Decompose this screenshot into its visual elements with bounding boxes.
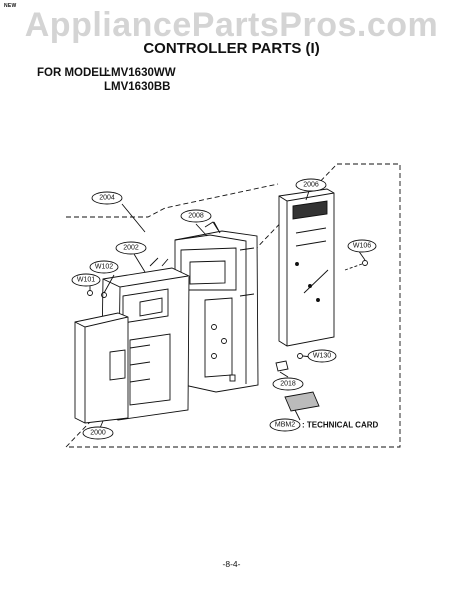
callout-w106: W106 (353, 243, 371, 250)
callout-w102: W102 (95, 264, 113, 271)
part-2004-housing (174, 221, 259, 393)
technical-card-note: : TECHNICAL CARD (302, 421, 379, 430)
part-2000-panel (74, 312, 151, 424)
page-number: -8-4- (222, 559, 241, 569)
model-label: FOR MODEL: (37, 67, 110, 79)
part-mbm2-card (284, 391, 320, 412)
callout-2006: 2006 (303, 182, 319, 189)
model-number-2: LMV1630BB (104, 81, 171, 93)
callout-2008: 2008 (188, 213, 204, 220)
model-number-1: LMV1630WW (104, 67, 176, 79)
callout-2018: 2018 (280, 381, 296, 388)
corner-mark: NEW (4, 3, 17, 9)
part-2018-holder (275, 360, 289, 372)
part-2006-pcb (278, 188, 335, 347)
clip-w130 (297, 353, 303, 359)
page-title: CONTROLLER PARTS (I) (143, 40, 320, 57)
screw-w101 (87, 290, 93, 296)
callout-2002: 2002 (123, 245, 139, 252)
screw-w106 (362, 260, 368, 266)
callout-2000: 2000 (90, 430, 106, 437)
callout-mbm2: MBM2 (275, 422, 295, 429)
watermark: AppliancePartsPros.com (24, 6, 439, 44)
callout-2004: 2004 (99, 195, 115, 202)
callout-w130: W130 (313, 353, 331, 360)
callout-w101: W101 (77, 277, 95, 284)
